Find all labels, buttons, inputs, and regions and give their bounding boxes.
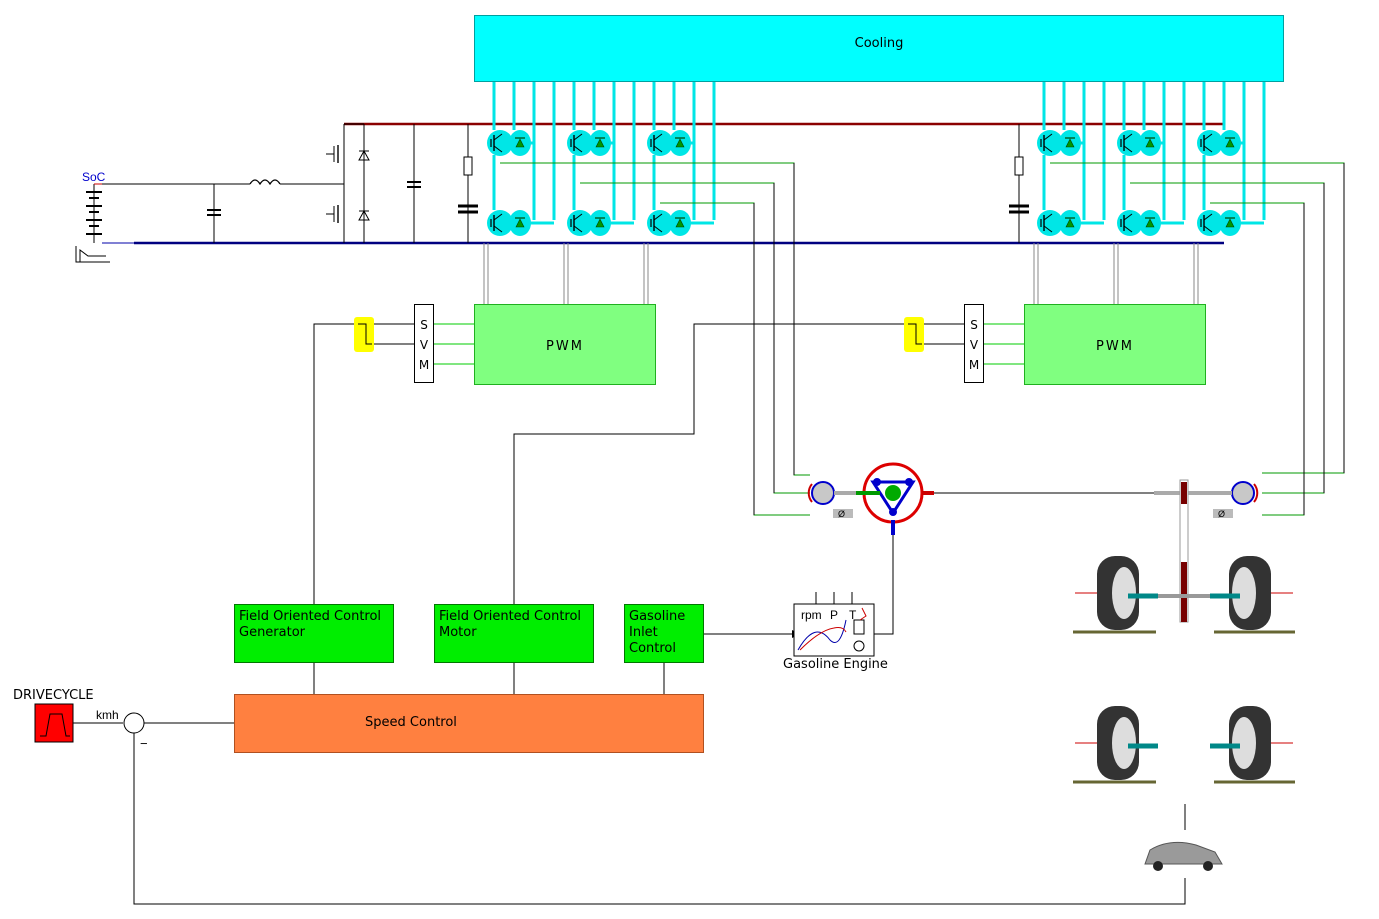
pwm-left-label: PWM [546,339,584,354]
svm-right-v: V [969,338,979,352]
svm-left-m: M [418,358,430,372]
foc-motor-block[interactable]: Field Oriented Control Motor [434,604,594,663]
planetary-gear-icon [856,462,934,535]
drivecycle-label: DRIVECYCLE [13,688,94,703]
speed-control-label: Speed Control [365,715,457,730]
pwm-right-label: PWM [1096,339,1134,354]
cooling-label: Cooling [854,36,904,51]
engine-p-label: P [830,608,838,622]
gear-rack [1179,479,1189,623]
kmh-label: kmh [96,708,119,722]
pwm-block-right[interactable]: PWM [1024,304,1206,385]
foc-motor-label: Field Oriented Control Motor [439,609,582,640]
drivecycle-block [34,703,74,743]
switch-tag-left [354,317,374,352]
speed-control-block[interactable]: Speed Control [234,694,704,753]
svm-right-s: S [970,318,978,332]
svm-block-right[interactable]: S V M [964,304,984,383]
pwm-block-left[interactable]: PWM [474,304,656,385]
car-icon [1144,841,1223,871]
boost-converter [326,123,370,243]
foc-generator-label: Field Oriented Control Generator [239,609,382,640]
cooling-block[interactable]: Cooling [474,15,1284,82]
generator-machine [807,481,853,518]
svm-block-left[interactable]: S V M [414,304,434,383]
sensor-left-label: Ø [838,509,845,519]
battery-icon [75,183,110,263]
vehicle-wheels [1073,556,1295,784]
gasoline-engine-label: Gasoline Engine [783,657,888,672]
svm-right-m: M [968,358,980,372]
minus-label: − [140,736,148,751]
foc-generator-block[interactable]: Field Oriented Control Generator [234,604,394,663]
engine-icon [793,592,875,657]
svm-left-v: V [419,338,429,352]
sensor-right-label: Ø [1218,509,1225,519]
switch-tag-right [904,317,924,352]
soc-label: SoC [82,170,106,184]
engine-t-label: T [849,608,857,622]
inductor-icon [249,179,281,186]
gasoline-inlet-block[interactable]: Gasoline Inlet Control [624,604,704,663]
summing-junction [123,712,145,734]
gasoline-inlet-label: Gasoline Inlet Control [629,609,686,656]
svm-left-s: S [420,318,428,332]
engine-rpm-label: rpm [801,608,822,622]
